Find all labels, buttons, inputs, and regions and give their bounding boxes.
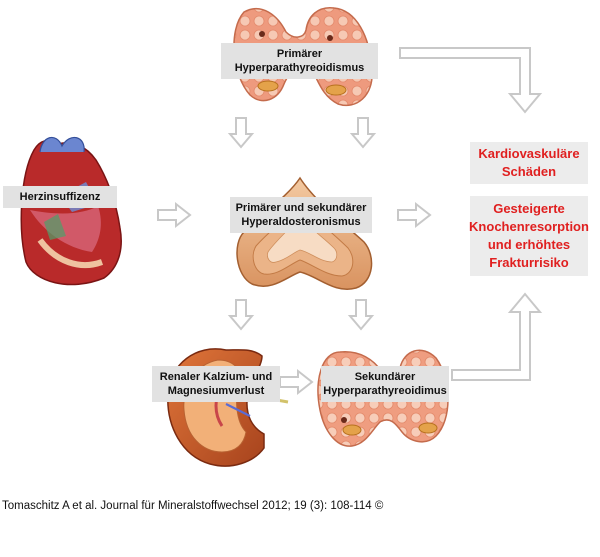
arrow-down	[227, 299, 255, 331]
heart-icon	[20, 136, 122, 286]
arrow-down	[227, 117, 255, 149]
arrow-right	[397, 201, 432, 229]
arrow-down	[349, 117, 377, 149]
arrow-right	[279, 368, 314, 396]
label-renal-calcium-magnesium-loss: Renaler Kalzium- und Magnesiumverlust	[152, 366, 280, 402]
adrenal-gland-icon	[236, 176, 373, 290]
arrow-elbow-up	[451, 292, 543, 381]
arrow-right	[157, 201, 192, 229]
outcome-cardiovascular-damage: Kardiovaskuläre Schäden	[470, 142, 588, 184]
arrow-down	[347, 299, 375, 331]
label-primary-hyperparathyroidism: Primärer Hyperparathyreoidismus	[221, 43, 378, 79]
label-hyperaldosteronism: Primärer und sekundärer Hyperaldosteroni…	[230, 197, 372, 233]
citation: Tomaschitz A et al. Journal für Minerals…	[2, 500, 384, 512]
arrow-elbow-down	[399, 47, 543, 114]
outcome-bone-resorption-fracture-risk: Gesteigerte Knochenresorption und erhöht…	[469, 196, 589, 276]
label-heart-failure: Herzinsuffizenz	[3, 186, 117, 208]
label-secondary-hyperparathyroidism: Sekundärer Hyperparathyreoidimus	[321, 366, 449, 402]
